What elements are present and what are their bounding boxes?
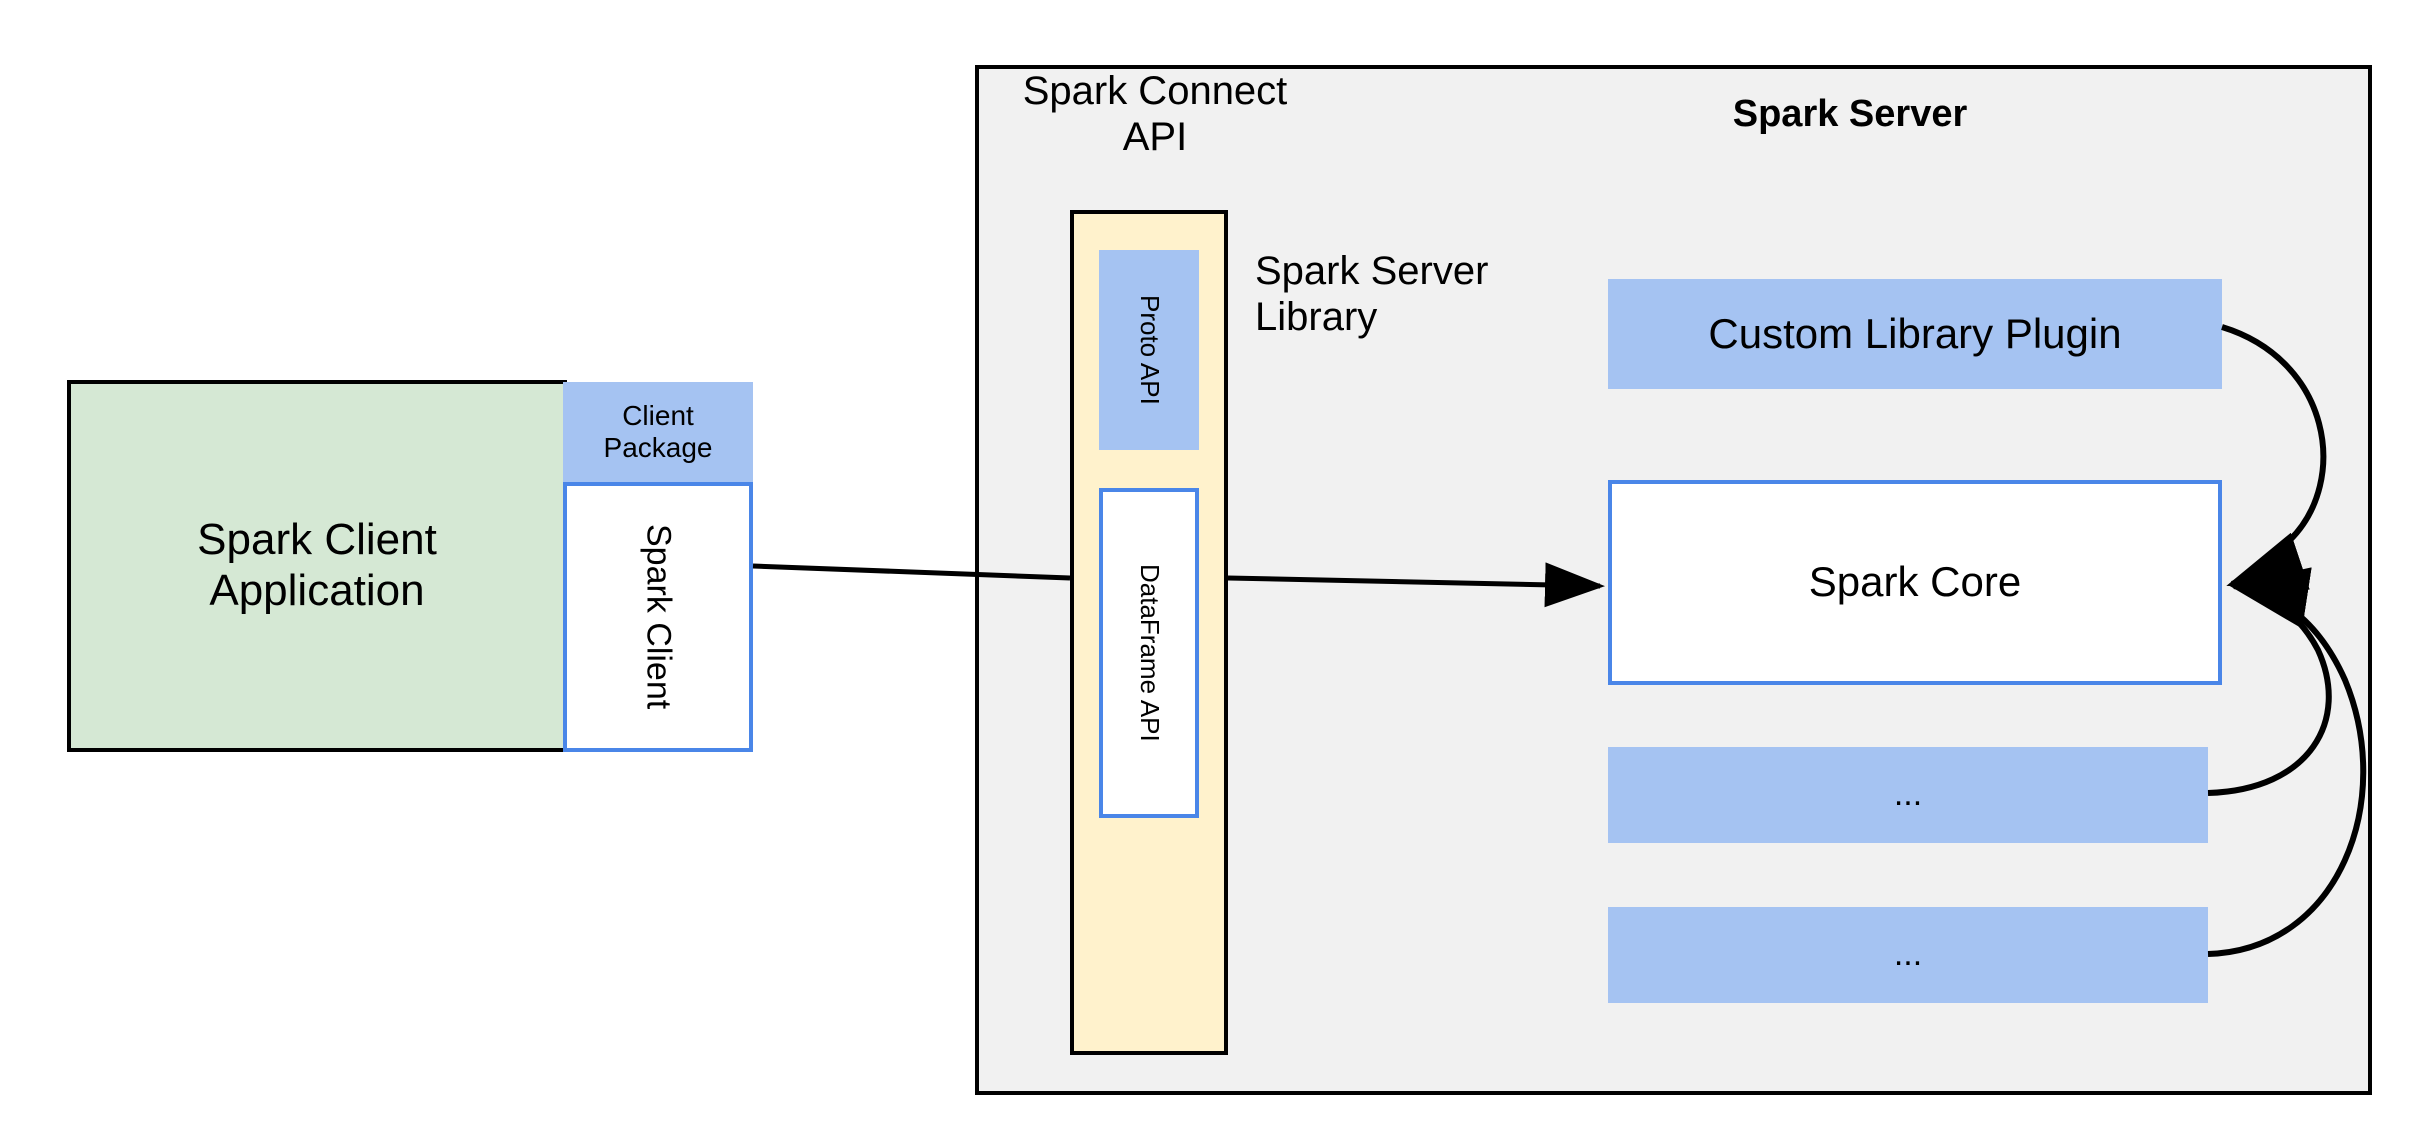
client-package-label: Client Package xyxy=(603,399,713,463)
spark-server-title-text: Spark Server xyxy=(1732,93,1968,136)
additional-plugin-label-2: ... xyxy=(1893,935,1923,974)
spark-connect-api-text: Spark Connect API xyxy=(1022,69,1288,159)
custom-library-plugin-box[interactable]: Custom Library Plugin xyxy=(1608,279,2222,389)
spark-core-label: Spark Core xyxy=(1808,558,2022,606)
spark-client-application-box[interactable]: Spark Client Application xyxy=(67,380,567,752)
dataframe-api-box[interactable]: DataFrame API xyxy=(1099,488,1199,818)
custom-library-plugin-label: Custom Library Plugin xyxy=(1708,309,2122,357)
dataframe-api-label: DataFrame API xyxy=(1134,564,1165,742)
spark-client-label: Spark Client xyxy=(639,524,678,710)
spark-server-title: Spark Server xyxy=(1720,90,1980,140)
spark-client-box[interactable]: Spark Client xyxy=(563,482,753,752)
additional-plugin-box-1[interactable]: ... xyxy=(1608,747,2208,843)
additional-plugin-box-2[interactable]: ... xyxy=(1608,907,2208,1003)
spark-server-library-text: Spark Server Library xyxy=(1255,249,1489,339)
spark-client-application-label: Spark Client Application xyxy=(197,515,437,615)
spark-server-library-label: Spark Server Library xyxy=(1255,248,1525,339)
proto-api-box[interactable]: Proto API xyxy=(1099,250,1199,450)
spark-connect-api-label: Spark Connect API xyxy=(1010,68,1300,159)
client-package-box[interactable]: Client Package xyxy=(563,382,753,482)
additional-plugin-label-1: ... xyxy=(1893,775,1923,814)
proto-api-label: Proto API xyxy=(1134,295,1165,405)
spark-core-box[interactable]: Spark Core xyxy=(1608,480,2222,685)
